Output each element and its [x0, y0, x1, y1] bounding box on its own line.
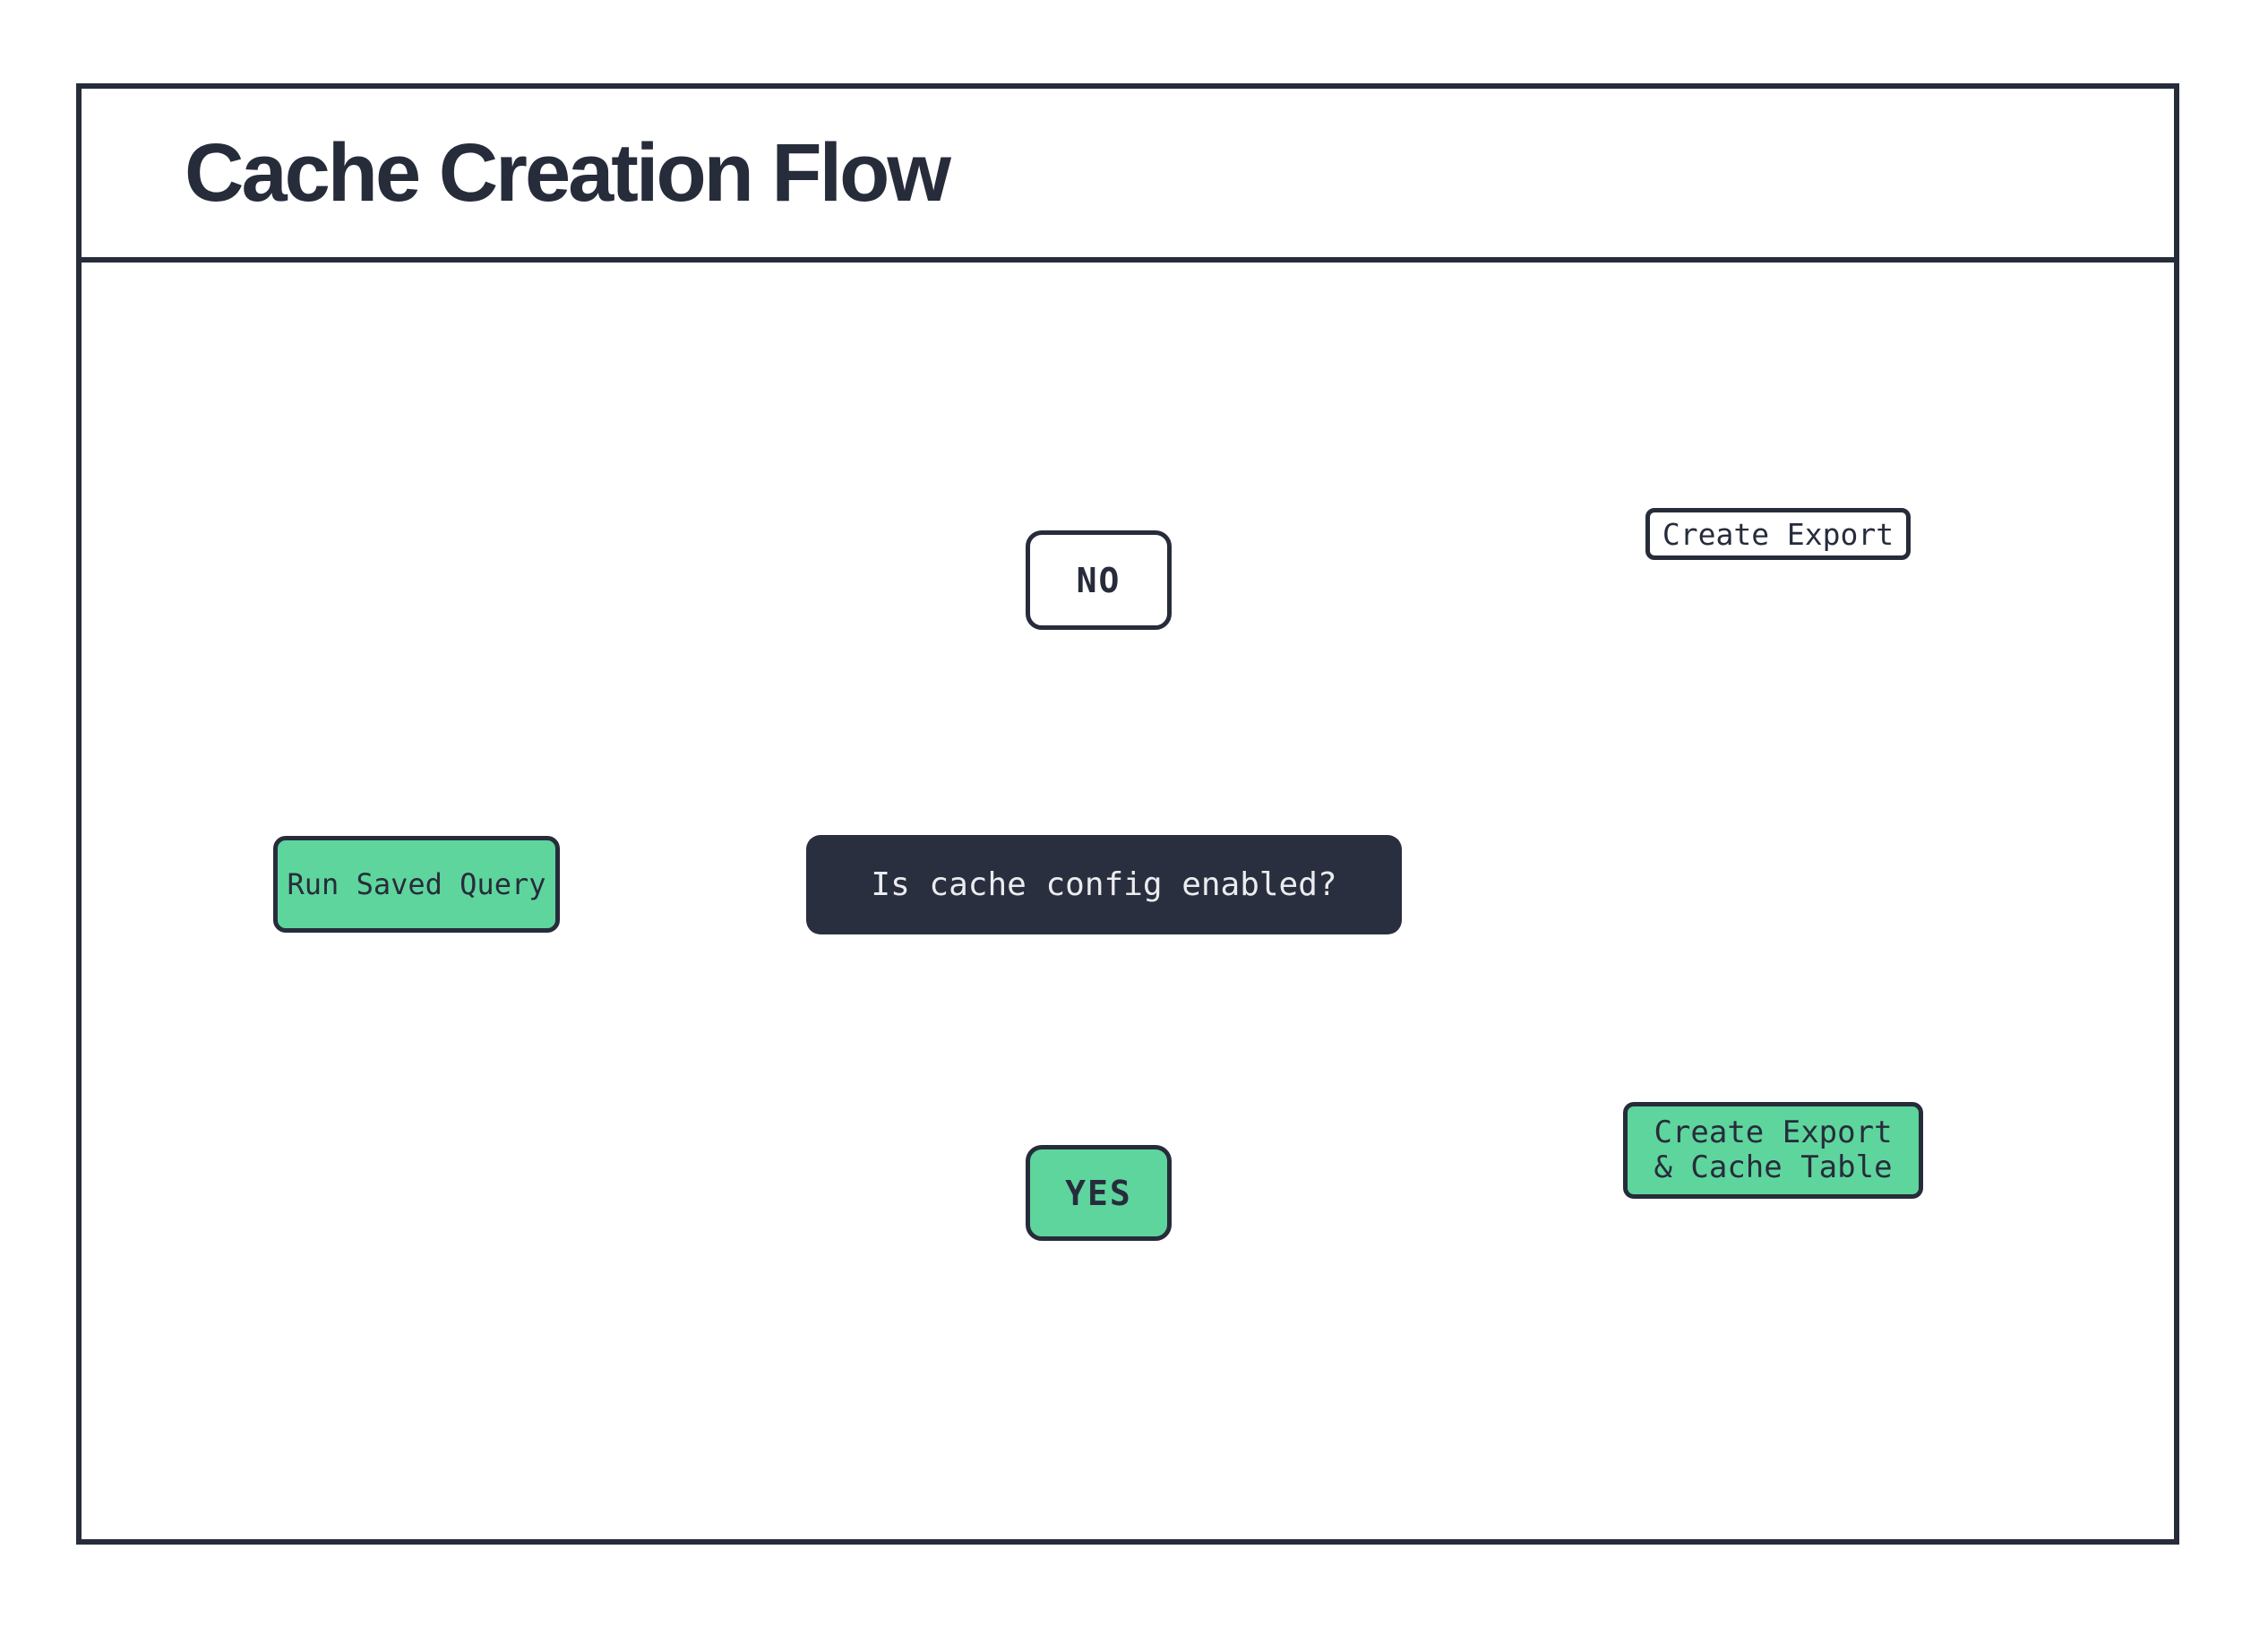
create-export-cache-table-line1: Create Export [1654, 1114, 1893, 1150]
yes-branch-label: YES [1065, 1173, 1132, 1213]
create-export-cache-table-label: Create Export & Cache Table [1623, 1102, 1923, 1199]
decision-node: Is cache config enabled? [806, 835, 1402, 934]
start-node-label: Run Saved Query [287, 867, 546, 901]
yes-branch-node: YES [1026, 1145, 1172, 1241]
start-node: Run Saved Query [273, 836, 560, 933]
create-export-cache-table-line2: & Cache Table [1654, 1149, 1893, 1185]
diagram-frame: Cache Creation Flow [76, 83, 2179, 1545]
create-export-label-text: Create Export [1662, 516, 1894, 552]
no-branch-node: NO [1026, 530, 1172, 630]
diagram-header: Cache Creation Flow [82, 89, 2174, 263]
decision-node-label: Is cache config enabled? [871, 866, 1337, 903]
page-title: Cache Creation Flow [185, 126, 951, 219]
create-export-label: Create Export [1645, 508, 1911, 560]
no-branch-label: NO [1076, 560, 1121, 600]
